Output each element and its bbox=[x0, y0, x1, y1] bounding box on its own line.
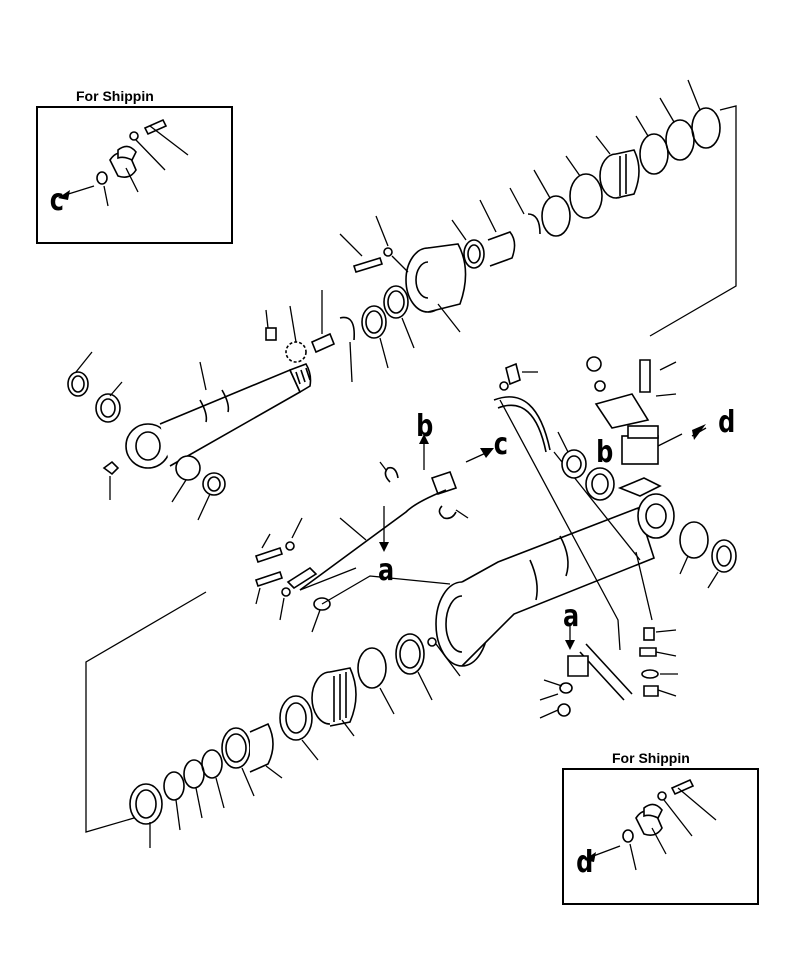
pipe-assembly bbox=[254, 434, 494, 633]
label-b-upper: b bbox=[416, 409, 434, 444]
inset-title-top: For Shippin bbox=[76, 88, 154, 104]
label-d: d bbox=[718, 405, 736, 440]
inset-box-top bbox=[36, 106, 233, 244]
inset-title-bottom: For Shippin bbox=[612, 750, 690, 766]
inset-bottom-arrow-label: d bbox=[576, 845, 594, 880]
piston-explode-lower bbox=[85, 591, 461, 848]
label-c: c bbox=[493, 427, 509, 462]
label-a-lower: a bbox=[563, 599, 580, 634]
label-b-lower: b bbox=[596, 435, 614, 470]
rod-assembly bbox=[67, 79, 737, 521]
inset-box-bottom bbox=[562, 768, 759, 905]
inset-top-arrow-label: c bbox=[49, 183, 65, 218]
inset-top-parts bbox=[58, 118, 189, 207]
cylinder-tube bbox=[435, 356, 737, 719]
inset-bottom-parts bbox=[584, 778, 717, 871]
